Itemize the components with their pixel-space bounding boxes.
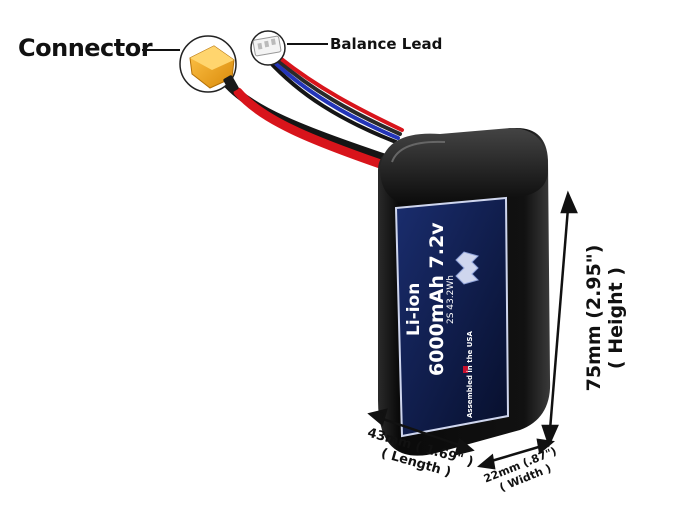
xt-connector-icon (189, 45, 239, 93)
height-dimension-arrow (541, 190, 578, 448)
height-caption: ( Height ) (605, 266, 627, 370)
chemistry-text: Li-ion (404, 282, 424, 336)
wires (221, 56, 404, 173)
spec-text: 2S 43.2Wh (446, 275, 456, 324)
brand-logo-icon (455, 251, 479, 285)
assembled-text: Assembled in the USA (466, 331, 474, 418)
length-dimension-arrow (367, 408, 475, 456)
usa-flag-icon (463, 366, 468, 373)
balance-lead-label: Balance Lead (330, 35, 443, 53)
height-dimension-label: 75mm (2.95") ( Height ) (583, 223, 627, 413)
connector-label: Connector (18, 34, 153, 62)
battery-label-panel (394, 196, 510, 438)
capacity-voltage-text: 6000mAh 7.2v (426, 222, 448, 376)
balance-plug-icon (252, 35, 282, 57)
width-dimension-arrow (477, 438, 555, 470)
height-value: 75mm (2.95") (583, 244, 605, 392)
